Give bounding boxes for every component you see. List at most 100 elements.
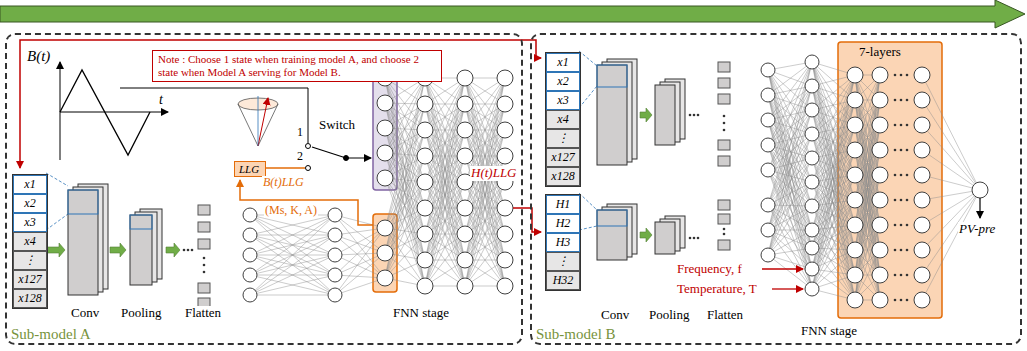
neuron <box>457 278 473 294</box>
neuron <box>761 248 775 262</box>
neuron <box>872 292 888 308</box>
neuron-connection <box>768 95 812 289</box>
neuron-connection <box>465 78 505 208</box>
neuron <box>847 167 863 183</box>
ellipsis-dot <box>693 237 696 240</box>
ellipsis-dot <box>906 124 909 127</box>
input-cell: x2 <box>546 72 580 91</box>
flow-arrow <box>110 243 126 257</box>
ellipsis-dot <box>900 224 903 227</box>
parameter-arrow <box>240 180 373 225</box>
input-cell: x127 <box>13 270 47 289</box>
neuron <box>328 248 342 262</box>
flow-arrow <box>640 108 652 122</box>
input-cell: x4 <box>546 110 580 129</box>
input-column: x1x2x3x4⋮x127x128 <box>12 174 48 309</box>
undefined <box>718 156 730 166</box>
neuron <box>872 242 888 258</box>
input-column: x1x2x3x4⋮x127x128 <box>545 52 581 187</box>
neuron <box>761 88 775 102</box>
neuron-connection <box>922 190 980 250</box>
neuron <box>243 228 257 242</box>
neuron <box>914 92 930 108</box>
neuron-connection <box>855 75 880 300</box>
neuron-connection <box>250 215 335 235</box>
neuron <box>847 192 863 208</box>
neuron <box>417 96 433 112</box>
neuron <box>761 63 775 77</box>
neuron-connection <box>922 125 980 190</box>
neuron <box>497 252 513 268</box>
stage-label: Pooling <box>120 306 162 321</box>
neuron-connection <box>855 225 880 300</box>
input-cell: ⋮ <box>546 129 580 148</box>
ellipsis-dot <box>203 264 206 267</box>
signal-arrow <box>513 208 541 232</box>
neuron <box>761 223 775 237</box>
neuron <box>243 248 257 262</box>
neuron-connection <box>250 255 335 295</box>
ellipsis-dot <box>900 74 903 77</box>
neuron <box>417 148 433 164</box>
neuron <box>243 208 257 222</box>
conv-stack <box>597 210 627 260</box>
ellipsis-dot <box>906 99 909 102</box>
input-cell: H32 <box>546 271 580 290</box>
stage-label: Conv <box>70 306 100 321</box>
neuron <box>805 241 819 255</box>
ellipsis-dot <box>723 122 726 125</box>
progress-arrow <box>0 0 1025 28</box>
undefined <box>718 94 730 104</box>
ellipsis-dot <box>900 199 903 202</box>
neuron-connection <box>425 78 465 208</box>
neuron <box>497 70 513 86</box>
neuron-connection <box>250 255 335 295</box>
signal-label: B(t) <box>26 48 51 65</box>
neuron-connection <box>768 230 812 289</box>
neuron <box>872 167 888 183</box>
input-cell: x2 <box>13 194 47 213</box>
neuron <box>457 148 473 164</box>
neuron-connection <box>768 182 812 255</box>
undefined <box>718 240 730 250</box>
neuron-connection <box>425 156 465 286</box>
undefined <box>198 239 210 249</box>
ellipsis-dot <box>183 249 186 252</box>
neuron <box>243 288 257 302</box>
input-cell: H1 <box>546 195 580 214</box>
switch-wire <box>346 158 371 159</box>
neuron-connection <box>922 75 980 190</box>
conv-stack <box>597 65 627 165</box>
neuron-connection <box>250 295 335 296</box>
neuron <box>805 103 819 117</box>
note-box: Note : Choose 1 state when training mode… <box>152 50 442 82</box>
input-cell: x127 <box>546 148 580 167</box>
input-cell: ⋮ <box>546 252 580 271</box>
neuron <box>805 282 819 296</box>
neuron <box>457 96 473 112</box>
neuron <box>761 163 775 177</box>
neuron <box>243 268 257 282</box>
neuron <box>914 167 930 183</box>
ellipsis-dot <box>723 233 726 236</box>
neuron <box>847 117 863 133</box>
kernel-line <box>46 173 68 186</box>
switch-contact <box>306 166 311 171</box>
ellipsis-dot <box>906 224 909 227</box>
input-arrow <box>772 288 803 289</box>
ellipsis-dot <box>906 199 909 202</box>
neuron <box>457 200 473 216</box>
neuron <box>914 267 930 283</box>
pooling-stack <box>655 85 675 145</box>
neuron <box>497 200 513 216</box>
neuron-connection <box>250 215 335 275</box>
output-label: PV-pre <box>958 222 996 237</box>
neuron <box>497 122 513 138</box>
input-cell: H2 <box>546 214 580 233</box>
llg-figure <box>258 96 259 146</box>
neuron <box>805 79 819 93</box>
neuron <box>914 117 930 133</box>
ellipsis-dot <box>894 274 897 277</box>
region-title: Sub-model B <box>536 326 616 343</box>
neuron <box>377 145 393 161</box>
